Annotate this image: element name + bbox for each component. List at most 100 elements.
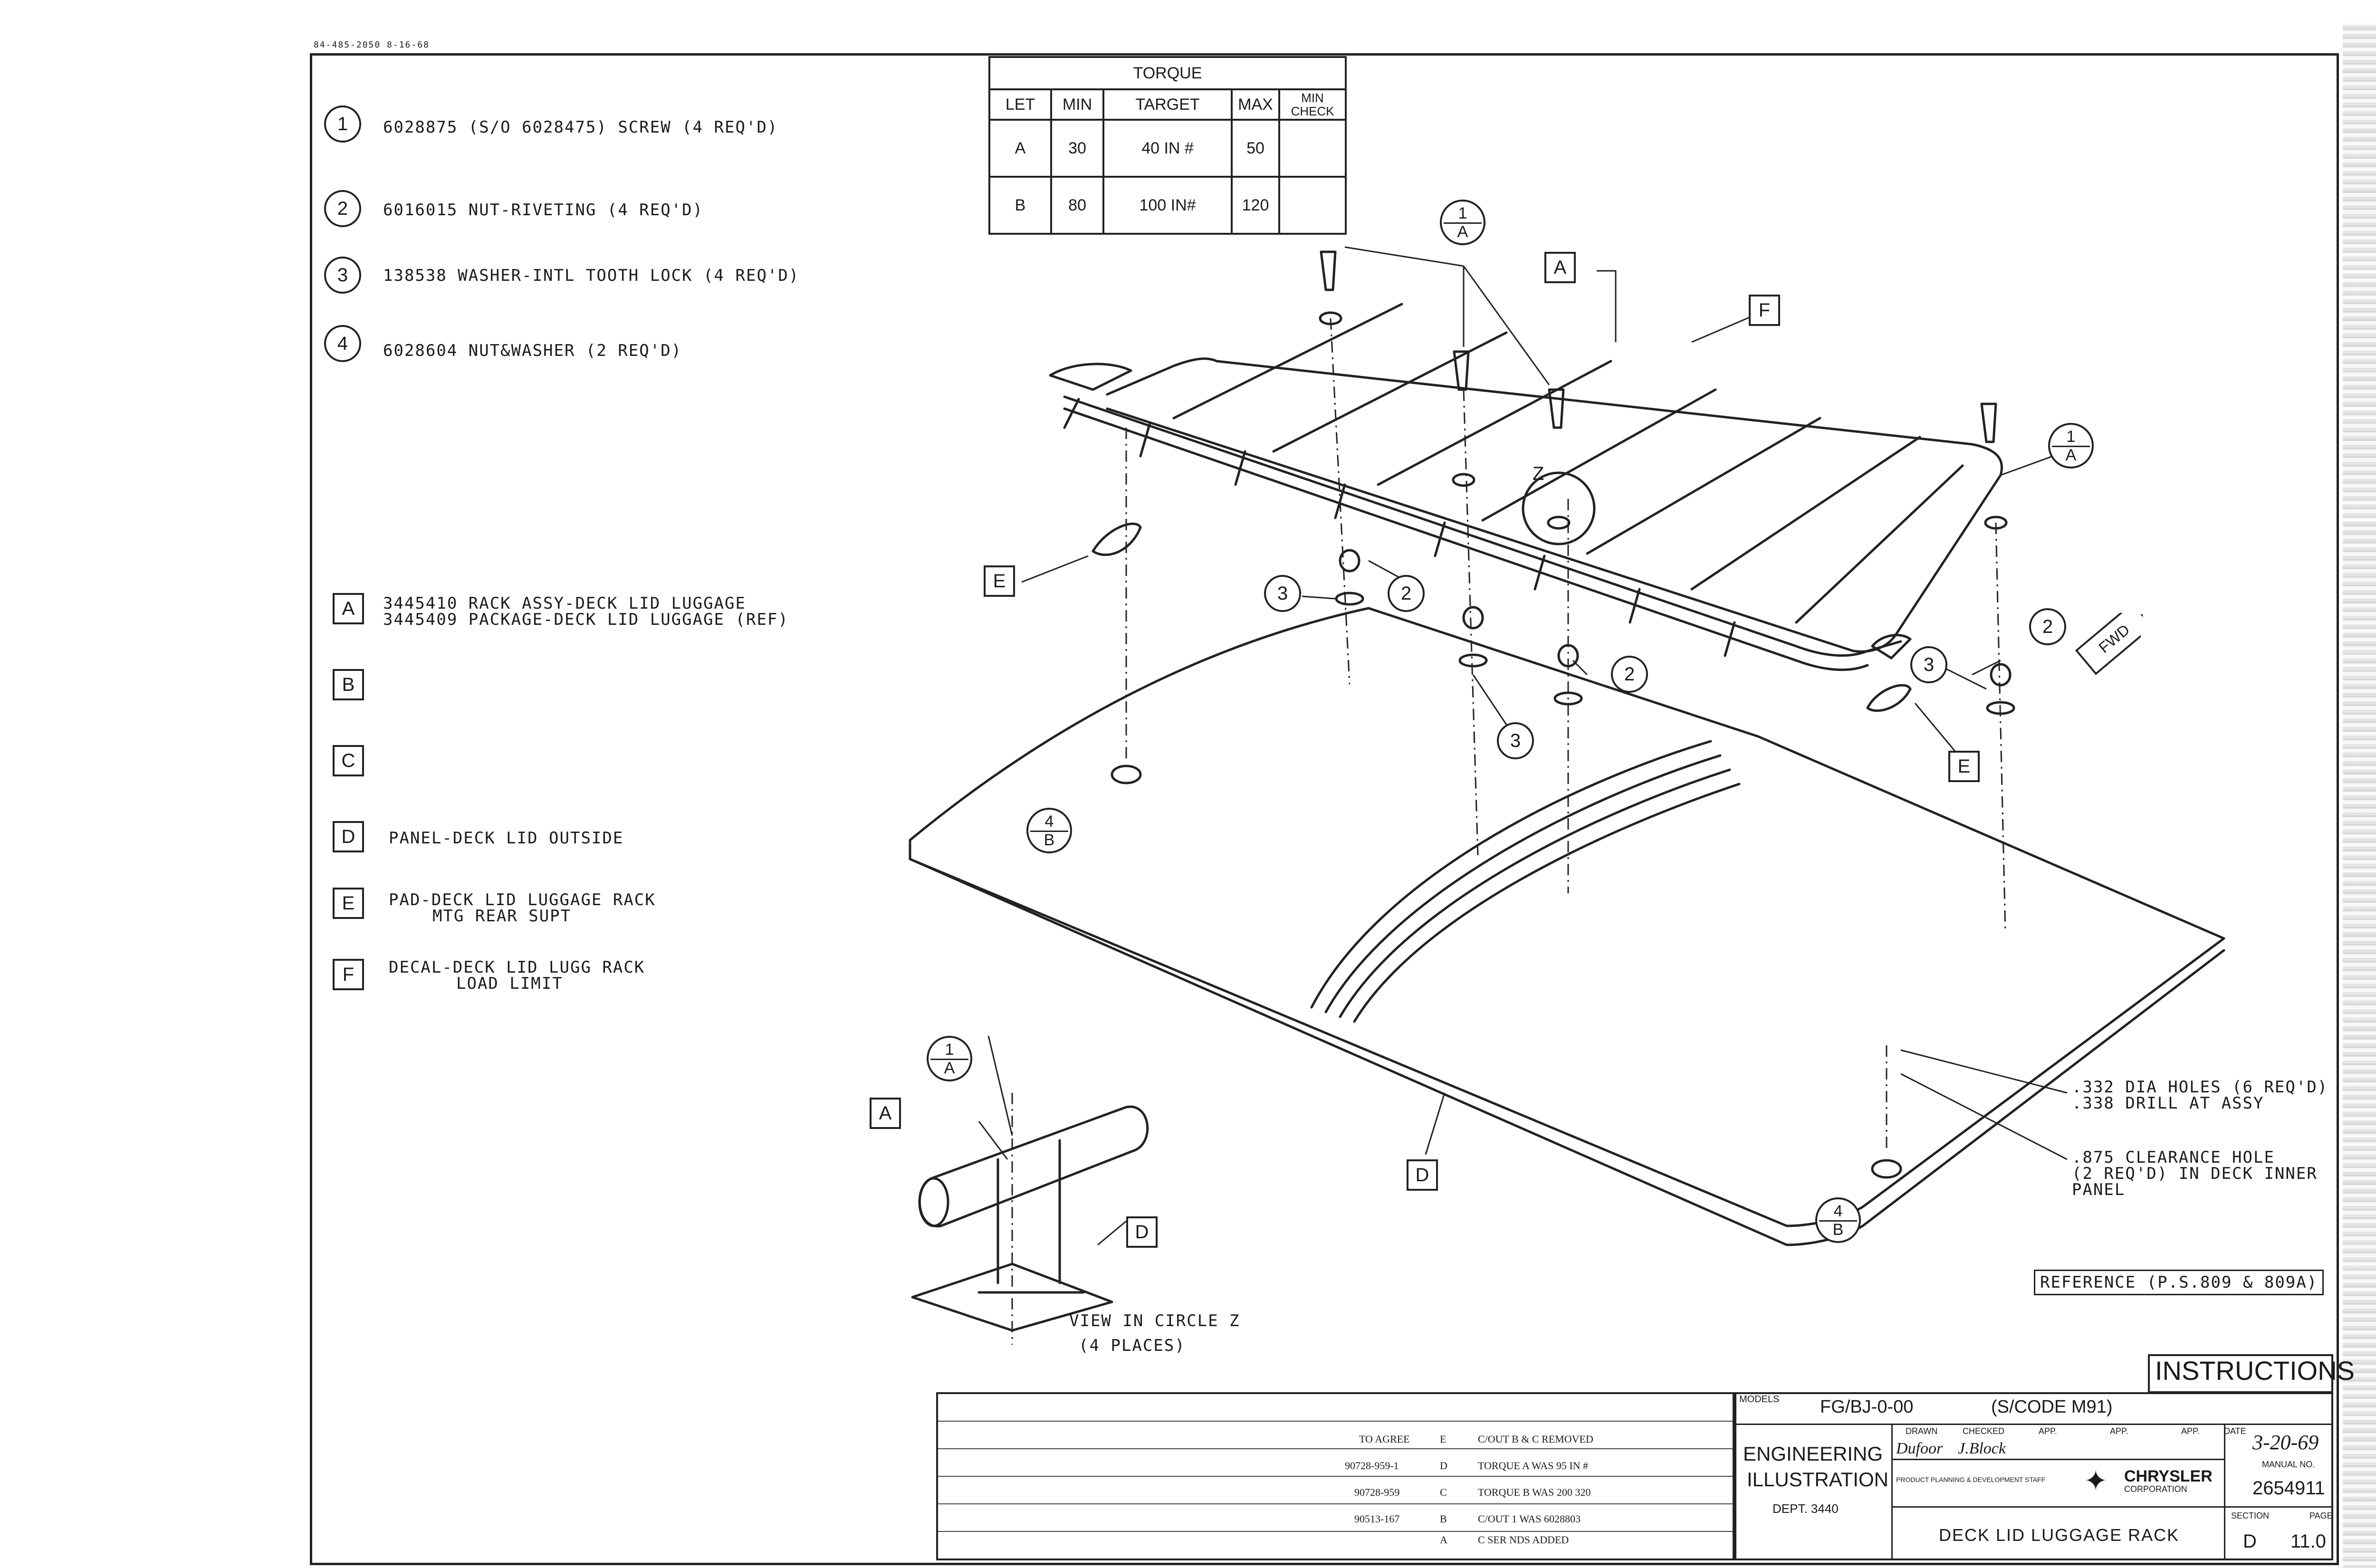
title-block-rule-3: [1891, 1506, 2333, 1508]
nutwasher-4a: [1111, 765, 1142, 784]
rev-row-3-desc: TORQUE B WAS 200 320: [1478, 1486, 1591, 1498]
torque-table: TORQUE LET MIN TARGET MAX MIN CHECK A 30…: [988, 56, 1347, 235]
callout-d-inset: D: [1126, 1216, 1158, 1248]
torque-b-check: [1278, 176, 1347, 235]
page-value: 11.0: [2290, 1531, 2326, 1552]
checked-value: J.Block: [1958, 1440, 2006, 1457]
axis-1: [1330, 318, 1351, 685]
note-holes-line1: .332 DIA HOLES (6 REQ'D): [2072, 1078, 2328, 1097]
callout-3-right: 3: [1910, 646, 1947, 683]
callout-3-left: 3: [1264, 575, 1301, 612]
checked-label: CHECKED: [1963, 1426, 2005, 1436]
callout-3-mid: 3: [1497, 722, 1534, 759]
legend-d-line1: PANEL-DECK LID OUTSIDE: [389, 829, 624, 848]
rev-row-2-ref: 90728-959-1: [1345, 1460, 1399, 1472]
chrysler-star-icon: ✦: [2084, 1465, 2108, 1497]
section-label: SECTION: [2231, 1511, 2270, 1520]
note-clear-line1: .875 CLEARANCE HOLE: [2072, 1148, 2275, 1167]
note-holes-line2: .338 DRILL AT ASSY: [2072, 1094, 2264, 1113]
part-1-marker: 1: [324, 105, 361, 143]
brand-name: CHRYSLER: [2124, 1467, 2213, 1485]
rev-row-4-desc: C/OUT 1 WAS 6028803: [1478, 1513, 1581, 1525]
title-block-rule-1: [1734, 1424, 2333, 1425]
date-value: 3-20-69: [2252, 1431, 2319, 1454]
screw-3: [1548, 388, 1565, 429]
eng-line-2: ILLUSTRATION: [1747, 1468, 1888, 1491]
rev-row-1-letter: E: [1440, 1433, 1447, 1445]
instructions-box: [2148, 1354, 2333, 1393]
torque-a-target: 40 IN #: [1102, 119, 1233, 178]
torque-b-max: 120: [1231, 176, 1280, 235]
legend-f-line1: DECAL-DECK LID LUGG RACK: [389, 958, 645, 977]
rev-row-1-ref: TO AGREE: [1359, 1433, 1410, 1445]
screw-1: [1320, 250, 1337, 291]
manual-value: 2654911: [2252, 1478, 2325, 1499]
scan-edge-strip: [2343, 24, 2376, 1568]
rack-frame: [1106, 357, 2003, 653]
section-value: D: [2243, 1531, 2257, 1552]
callout-e-left: E: [984, 565, 1015, 597]
torque-title: TORQUE: [988, 56, 1347, 90]
torque-header-let: LET: [988, 88, 1052, 121]
rack-end-pad-right: [1871, 634, 1912, 660]
callout-d-panel: D: [1407, 1159, 1438, 1191]
nut-mid: [1452, 473, 1475, 487]
inset-post: [977, 1139, 1085, 1294]
part-4-marker: 4: [324, 325, 361, 362]
torque-header-target: TARGET: [1102, 88, 1233, 121]
legend-e-line1: PAD-DECK LID LUGGAGE RACK: [389, 890, 656, 909]
rev-row-2-letter: D: [1440, 1460, 1447, 1472]
drawn-value: Dufoor: [1896, 1440, 1943, 1457]
rack-end-pad-left: [1049, 363, 1132, 391]
torque-b-let: B: [988, 176, 1052, 235]
scode-value: (S/CODE M91): [1991, 1397, 2113, 1417]
rack-side-rail-2: [1063, 407, 1869, 671]
title-block-rule-2: [1891, 1459, 2224, 1460]
part-4-text: 6028604 NUT&WASHER (2 REQ'D): [383, 341, 682, 360]
callout-2-left: 2: [1388, 575, 1425, 612]
washer-3b: [1458, 653, 1488, 668]
rev-row-5-desc: C SER NDS ADDED: [1478, 1534, 1569, 1546]
eng-line-1: ENGINEERING: [1743, 1443, 1883, 1465]
nut-z: [1547, 516, 1571, 530]
instructions-label: INSTRUCTIONS: [2155, 1356, 2355, 1386]
riv-nut-2d: [1990, 663, 2012, 687]
torque-header-max: MAX: [1231, 88, 1280, 121]
inset-tube: [918, 1105, 1149, 1228]
app-label-3: APP.: [2181, 1426, 2200, 1436]
riv-nut-2a: [1339, 549, 1360, 573]
rev-row-1-desc: C/OUT B & C REMOVED: [1478, 1433, 1593, 1445]
torque-a-check: [1278, 119, 1347, 178]
callout-e-right: E: [1948, 751, 1980, 782]
callout-2-right: 2: [2029, 608, 2066, 645]
legend-a-line2: 3445409 PACKAGE-DECK LID LUGGAGE (REF): [383, 610, 789, 629]
callout-a-inset: A: [870, 1098, 901, 1129]
axis-3: [1463, 389, 1479, 856]
staff-label: PRODUCT PLANNING & DEVELOPMENT STAFF: [1896, 1476, 2046, 1483]
dept-label: DEPT. 3440: [1772, 1501, 1839, 1516]
date-label: DATE: [2224, 1426, 2246, 1436]
title-block-rule-v2: [2224, 1424, 2225, 1560]
part-1-text: 6028875 (S/O 6028475) SCREW (4 REQ'D): [383, 118, 778, 137]
washer-3a: [1335, 592, 1364, 606]
reference-note: REFERENCE (P.S.809 & 809A): [2034, 1270, 2324, 1295]
deck-lid-panel: [909, 607, 2225, 1227]
pad-e-left: [1092, 522, 1142, 556]
manual-label: MANUAL NO.: [2262, 1460, 2315, 1469]
part-2-marker: 2: [324, 190, 361, 227]
app-label-2: APP.: [2110, 1426, 2128, 1436]
deck-lid-edge: [909, 858, 2225, 1246]
title-block-rule-v: [1891, 1424, 1893, 1560]
note-view-line2: (4 PLACES): [1079, 1336, 1186, 1355]
legend-d-box: D: [333, 821, 364, 852]
pad-e-right: [1866, 684, 1912, 712]
rack-side-rail: [1063, 395, 1902, 657]
leaders: [978, 246, 2068, 1246]
rev-row-2-desc: TORQUE A WAS 95 IN #: [1478, 1460, 1589, 1472]
torque-b-target: 100 IN#: [1102, 176, 1233, 235]
